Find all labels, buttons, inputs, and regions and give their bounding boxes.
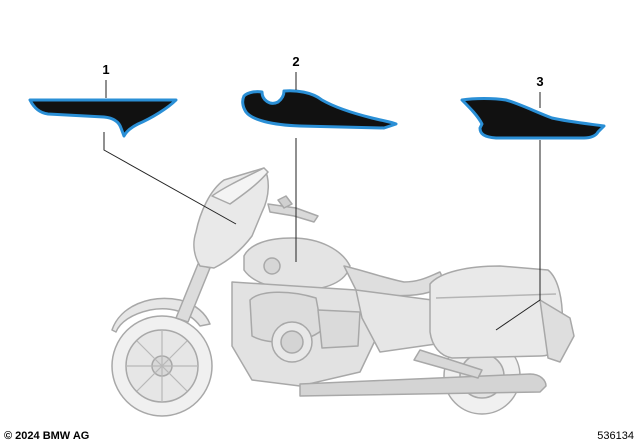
diagram-number: 536134 bbox=[597, 430, 634, 442]
callout-2: 2 bbox=[292, 54, 299, 69]
leader-line-3-to-bike bbox=[495, 140, 541, 331]
leader-line-1-to-bike bbox=[103, 132, 237, 225]
motorcycle-illustration bbox=[111, 167, 575, 417]
callout-3: 3 bbox=[536, 74, 543, 89]
decal-part-3 bbox=[460, 97, 606, 140]
decal-part-1 bbox=[28, 98, 178, 138]
callout-1: 1 bbox=[102, 62, 109, 77]
decal-part-2 bbox=[241, 89, 398, 130]
copyright-text: © 2024 BMW AG bbox=[4, 430, 90, 442]
leader-lines bbox=[103, 72, 541, 331]
